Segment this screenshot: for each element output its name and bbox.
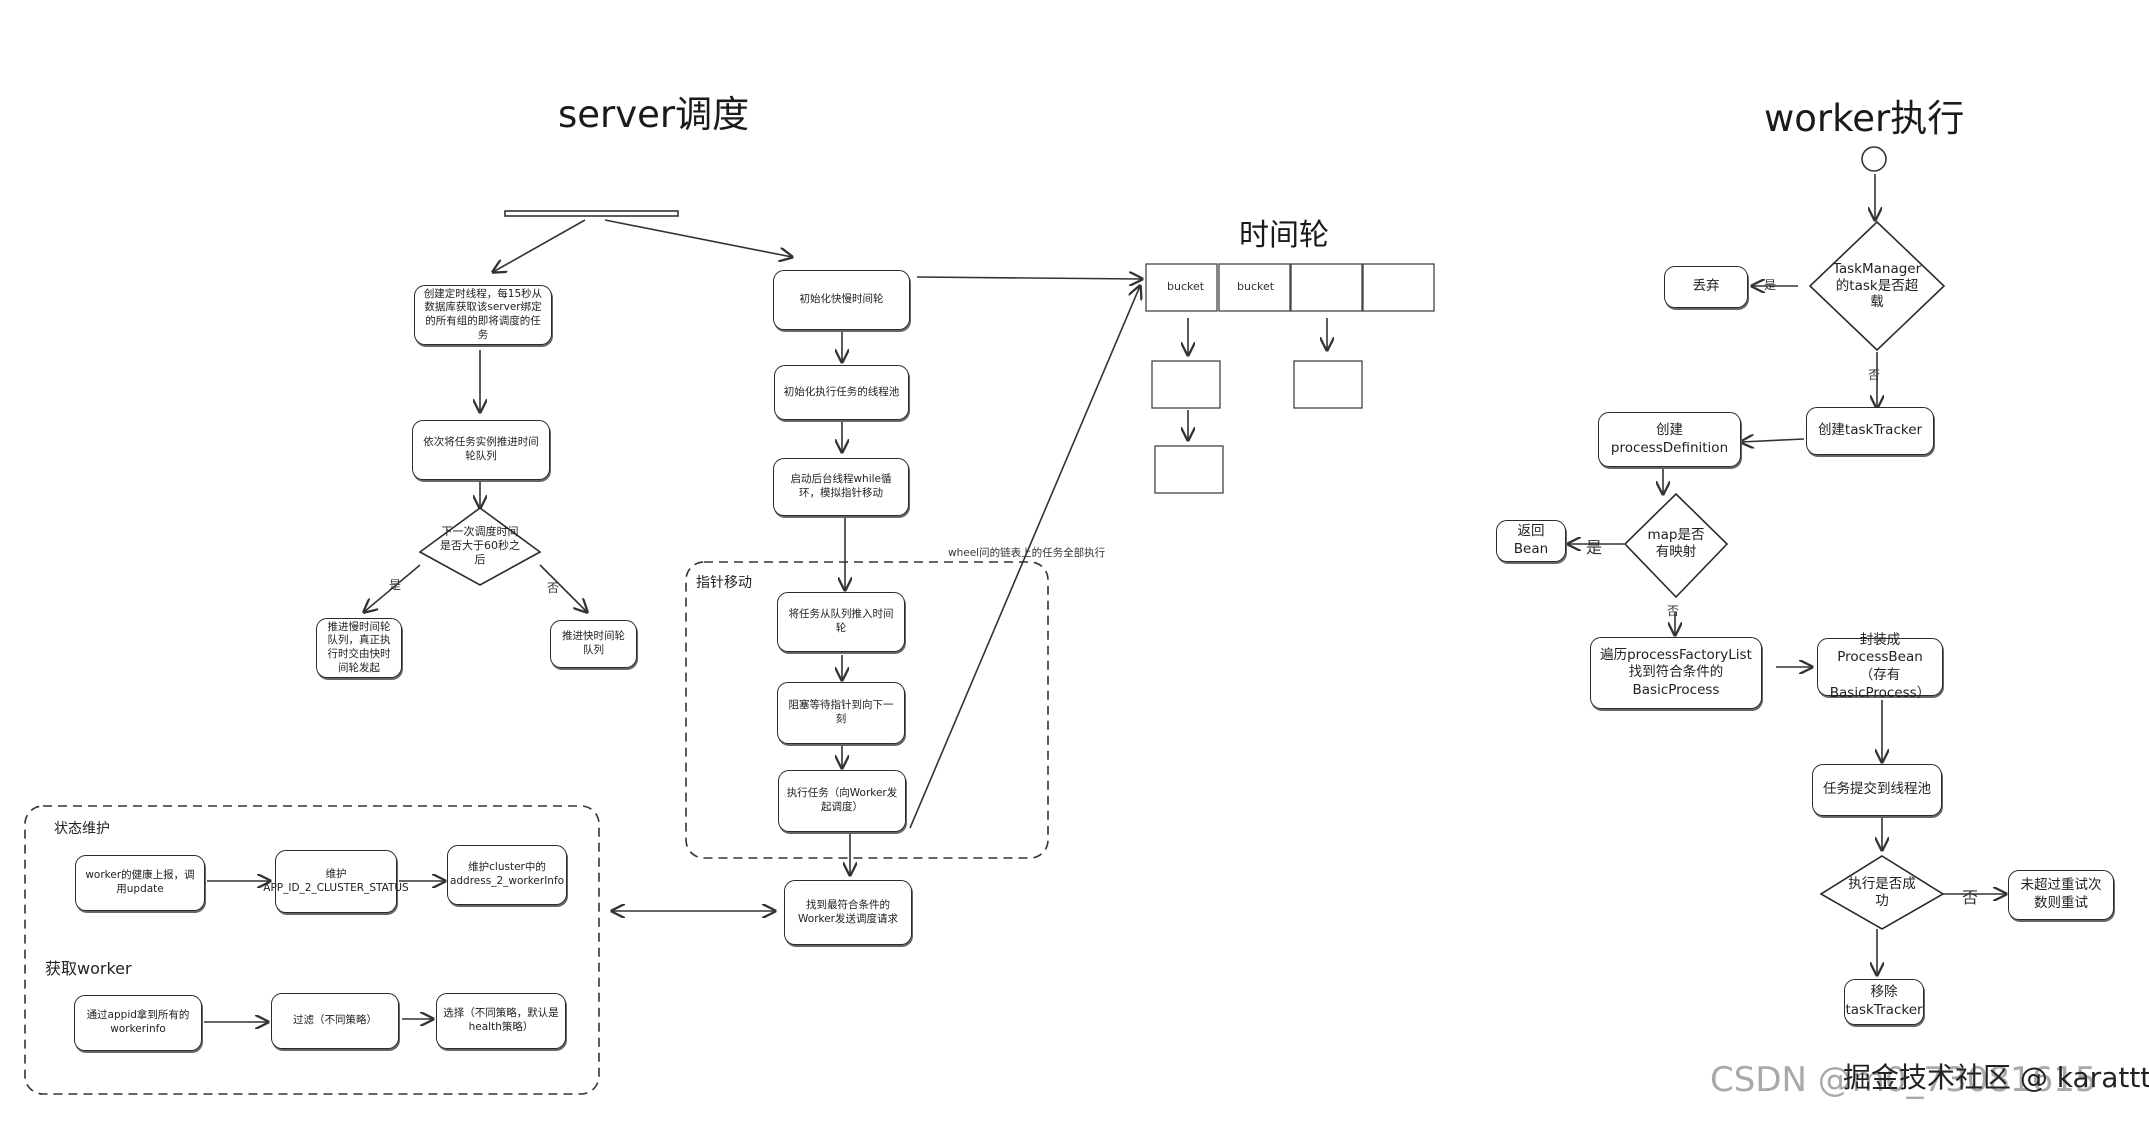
bucket-slot-1 — [1145, 263, 1218, 312]
bucket-slot-4 — [1362, 263, 1435, 312]
init-wheel-node: 初始化快慢时间轮 — [773, 270, 910, 330]
node-2 — [1293, 360, 1363, 409]
bucket-slot-3 — [1290, 263, 1363, 312]
get-worker-group-title: 获取worker — [45, 959, 132, 978]
wrap-bean-node: 封装成ProcessBean（存有BasicProcess） — [1817, 632, 1943, 701]
csdn-watermark: CSDN @m0_73081615 — [1710, 1060, 2097, 1100]
yes-label-overload: 是 — [1764, 278, 1777, 292]
create-timer-node: 创建定时线程，每15秒从数据库获取该server绑定的所有组的即将调度的任务 — [414, 285, 552, 345]
return-bean-node: 返回Bean — [1496, 520, 1566, 562]
status-group-border — [24, 805, 600, 1095]
decision-map: map是否有映射 — [1647, 527, 1705, 560]
node-1 — [1151, 360, 1221, 409]
take-task-node: 将任务从队列推入时间轮 — [777, 592, 905, 652]
create-tracker-node: 创建taskTracker — [1806, 407, 1934, 455]
choose-node: 选择（不同策略，默认是health策略） — [436, 993, 566, 1049]
worker-title: worker执行 — [1764, 97, 1965, 140]
push-queue-node: 依次将任务实例推进时间轮队列 — [412, 420, 550, 480]
pointer-group-title: 指针移动 — [696, 575, 752, 591]
no-label-left: 否 — [547, 581, 560, 595]
start-loop-node: 启动后台线程while循环，模拟指针移动 — [773, 458, 909, 516]
no-label-success: 否 — [1962, 888, 1979, 907]
filter-node: 过滤（不同策略） — [271, 993, 399, 1049]
bucket-slot-2 — [1218, 263, 1291, 312]
submit-pool-node: 任务提交到线程池 — [1812, 764, 1942, 816]
decision-success-shape — [1819, 855, 1945, 930]
create-definition-node: 创建processDefinition — [1598, 412, 1741, 467]
push-slow-node: 推进慢时间轮队列，真正执行时交由快时间轮发起 — [316, 618, 402, 678]
decision-60s: 下一次调度时间是否大于60秒之后 — [440, 525, 520, 566]
exec-task-node: 执行任务（向Worker发起调度） — [778, 770, 906, 832]
remove-tracker-node: 移除taskTracker — [1844, 979, 1924, 1025]
juejin-watermark: 掘金技术社区 @ karatttt — [1843, 1061, 2149, 1094]
status-group-title: 状态维护 — [54, 821, 110, 837]
bucket-label-1: bucket — [1167, 280, 1205, 293]
decision-map-shape — [1623, 492, 1729, 599]
wheel-note: wheel问的链表上的任务全部执行 — [948, 547, 1106, 559]
maintain-cluster-node: 维护APP_ID_2_CLUSTER_STATUS — [263, 850, 409, 913]
no-label-overload: 否 — [1868, 368, 1881, 382]
node-3 — [1154, 445, 1224, 494]
block-wait-node: 阻塞等待指针到向下一刻 — [777, 682, 905, 744]
yes-label-left: 是 — [389, 578, 402, 592]
no-label-map: 否 — [1667, 604, 1680, 618]
decision-success: 执行是否成功 — [1848, 876, 1916, 909]
init-pool-node: 初始化执行任务的线程池 — [774, 365, 909, 420]
wheel-title: 时间轮 — [1239, 218, 1329, 253]
decision-overload: TaskManager的task是否超载 — [1832, 260, 1922, 311]
find-worker-node: 找到最符合条件的Worker发送调度请求 — [784, 880, 912, 945]
start-bar — [504, 210, 679, 217]
discard-node: 丢弃 — [1664, 266, 1748, 308]
heartbeat-node: worker的健康上报，调用update — [75, 855, 205, 911]
decision-60s-shape — [418, 507, 542, 586]
by-appid-node: 通过appid拿到所有的workerinfo — [74, 995, 202, 1051]
push-fast-node: 推进快时间轮队列 — [550, 620, 637, 668]
retry-node: 未超过重试次数则重试 — [2008, 870, 2114, 920]
maintain-addr-node: 维护cluster中的address_2_workerInfo — [447, 845, 567, 905]
pointer-group-border — [685, 561, 1049, 859]
bucket-label-2: bucket — [1237, 280, 1275, 293]
yes-label-map: 是 — [1586, 538, 1603, 557]
decision-overload-shape — [1808, 220, 1946, 352]
server-title: server调度 — [558, 93, 750, 136]
traverse-node: 遍历processFactoryList找到符合条件的BasicProcess — [1590, 637, 1762, 709]
